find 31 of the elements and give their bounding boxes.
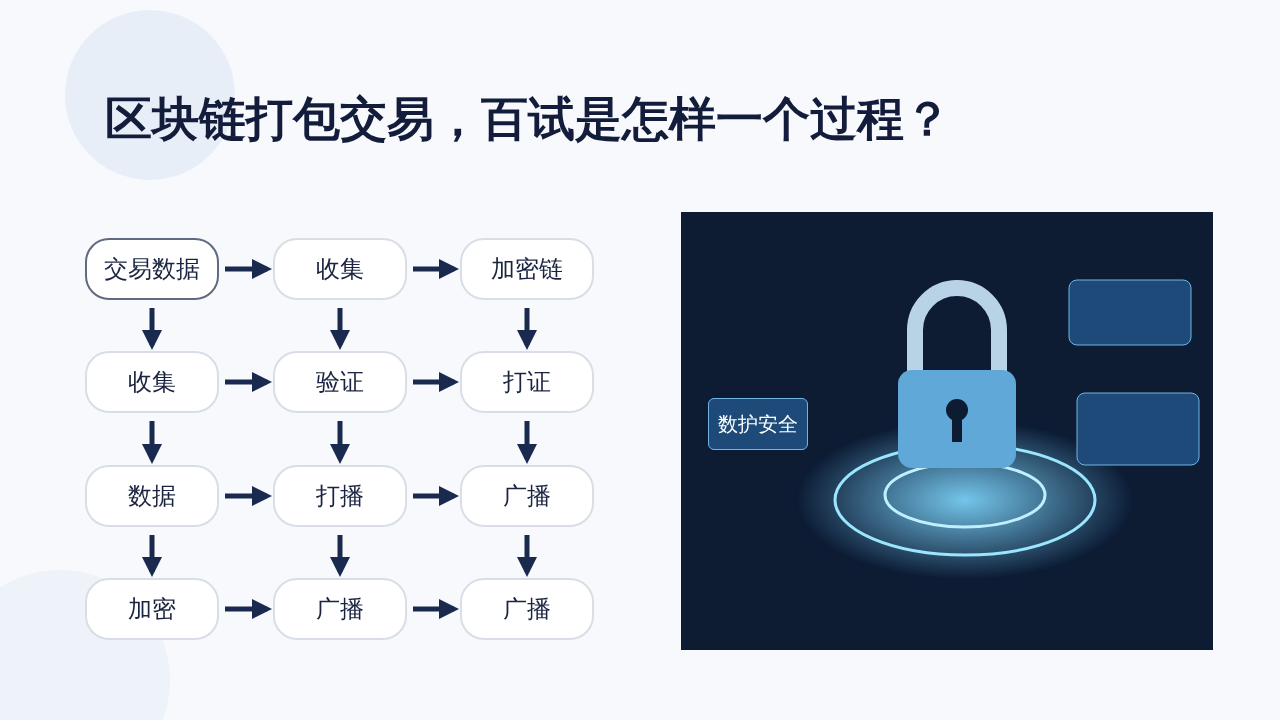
process-box: 广播 — [460, 465, 594, 527]
process-box: 打证 — [460, 351, 594, 413]
arrow — [142, 308, 162, 350]
process-box: 加密 — [85, 578, 219, 640]
process-box: 收集 — [273, 238, 407, 300]
process-box: 收集 — [85, 351, 219, 413]
arrow — [225, 259, 272, 279]
arrow — [517, 535, 537, 577]
arrow — [225, 372, 272, 392]
process-box: 数据 — [85, 465, 219, 527]
arrow — [225, 486, 272, 506]
arrow — [142, 535, 162, 577]
process-box: 打播 — [273, 465, 407, 527]
arrow — [517, 421, 537, 464]
arrow — [413, 599, 459, 619]
arrow — [142, 421, 162, 464]
process-box: 验证 — [273, 351, 407, 413]
arrow — [413, 259, 459, 279]
arrow — [413, 372, 459, 392]
title: 区块链打包交易，百试是怎样一个过程？ — [105, 90, 951, 148]
process-box: 广播 — [273, 578, 407, 640]
process-box: 广播 — [460, 578, 594, 640]
arrow — [330, 421, 350, 464]
arrow — [517, 308, 537, 350]
arrow — [330, 535, 350, 577]
arrow — [330, 308, 350, 350]
process-box: 加密链 — [460, 238, 594, 300]
photo-label: 数护安全 — [708, 398, 808, 450]
arrow — [225, 599, 272, 619]
arrow — [413, 486, 459, 506]
process-box: 交易数据 — [85, 238, 219, 300]
